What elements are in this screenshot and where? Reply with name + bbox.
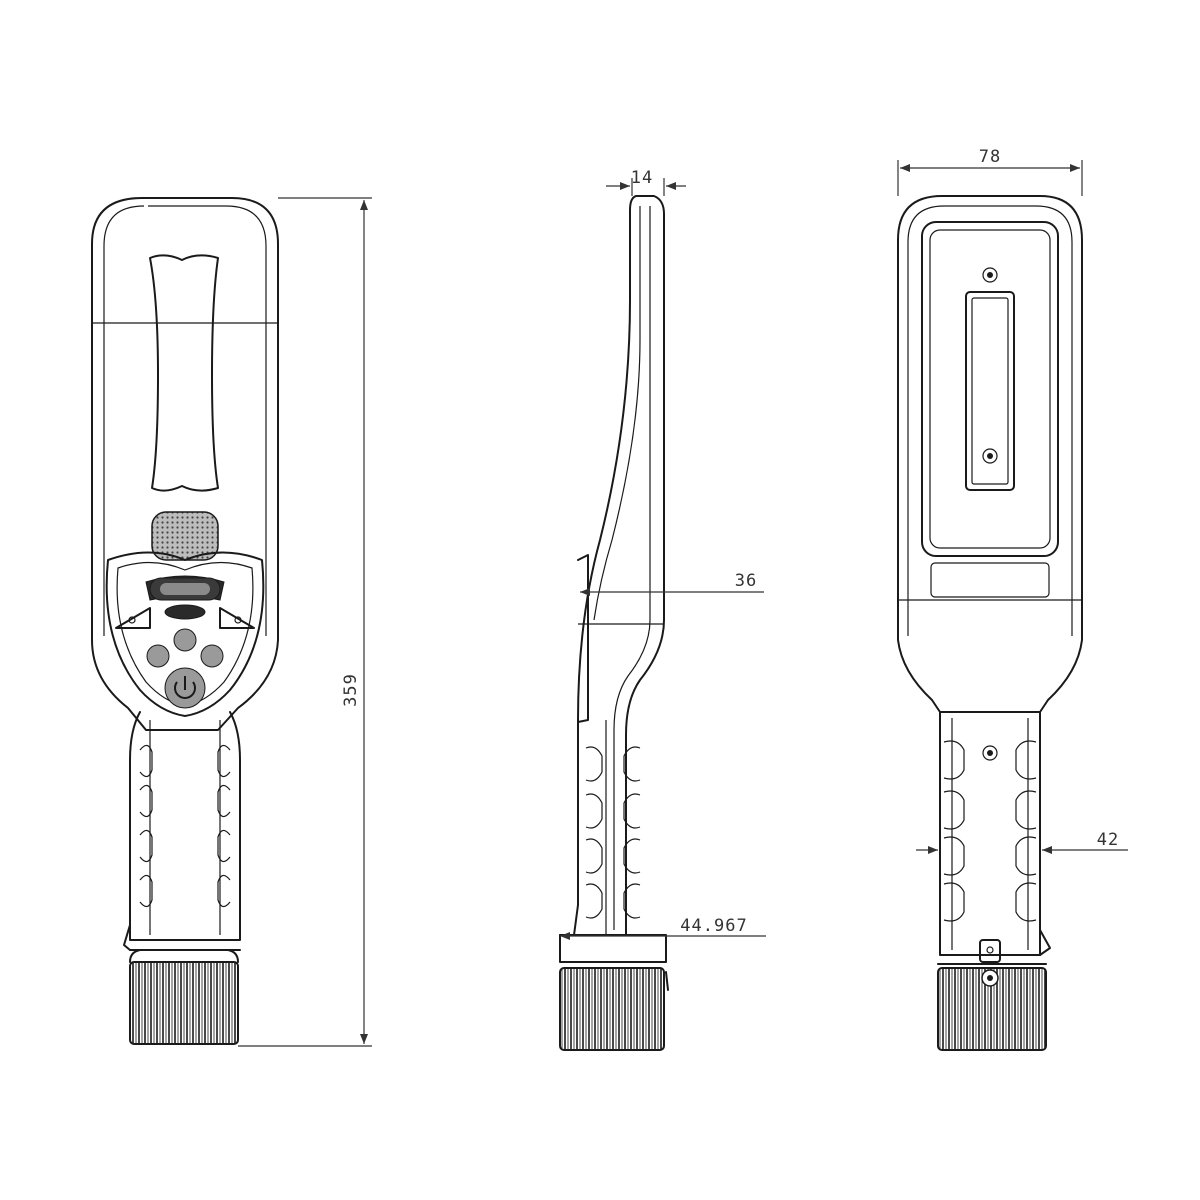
- dimension-height-label: 359: [341, 673, 361, 707]
- left-arrow-button[interactable]: [115, 607, 151, 629]
- left-mode-button[interactable]: [146, 644, 170, 668]
- depth-dimension: 36: [580, 571, 764, 596]
- thickness-dimension: 14: [606, 168, 686, 196]
- back-battery-cap[interactable]: [937, 967, 1047, 1051]
- dimension-grip-width-label: 44.967: [680, 916, 747, 936]
- back-screw-top: [982, 267, 998, 283]
- back-screw-handle: [982, 745, 998, 761]
- center-mode-button[interactable]: [173, 628, 197, 652]
- height-dimension: 359: [238, 197, 372, 1047]
- back-cover-panel: [921, 221, 1059, 557]
- front-head-outline: [91, 197, 279, 731]
- front-handle: [129, 711, 241, 941]
- back-label-plate: [930, 562, 1050, 598]
- back-slot: [965, 291, 1015, 491]
- side-view: [559, 195, 669, 1051]
- back-view: [897, 195, 1083, 1051]
- right-mode-button[interactable]: [200, 644, 224, 668]
- front-view: [91, 197, 279, 1045]
- back-handle: [939, 711, 1041, 956]
- dimension-depth-label: 36: [735, 571, 757, 591]
- width-dimension: 78: [897, 147, 1083, 196]
- grip-width-dimension: 44.967: [560, 916, 766, 940]
- back-grip-ridges: [943, 740, 1037, 922]
- dimension-handle-width-label: 42: [1097, 830, 1119, 850]
- front-battery-cap[interactable]: [129, 961, 239, 1045]
- front-coil-window: [149, 254, 219, 492]
- right-arrow-button[interactable]: [219, 607, 255, 629]
- back-screw-middle: [982, 448, 998, 464]
- lanyard-clip: [979, 939, 1001, 963]
- side-control-profile: [577, 554, 589, 723]
- battery-indicator-icon: [164, 604, 206, 620]
- control-panel: [105, 551, 265, 717]
- side-outline: [559, 195, 665, 936]
- front-grip-ridges: [139, 744, 231, 908]
- dimension-thickness-label: 14: [631, 168, 653, 188]
- handle-width-dimension: 42: [916, 830, 1128, 854]
- front-head-inner: [148, 205, 267, 636]
- power-icon: [174, 681, 196, 699]
- side-battery-cap[interactable]: [559, 967, 665, 1051]
- side-grip-ridges: [585, 746, 641, 919]
- dimension-width-label: 78: [979, 147, 1001, 167]
